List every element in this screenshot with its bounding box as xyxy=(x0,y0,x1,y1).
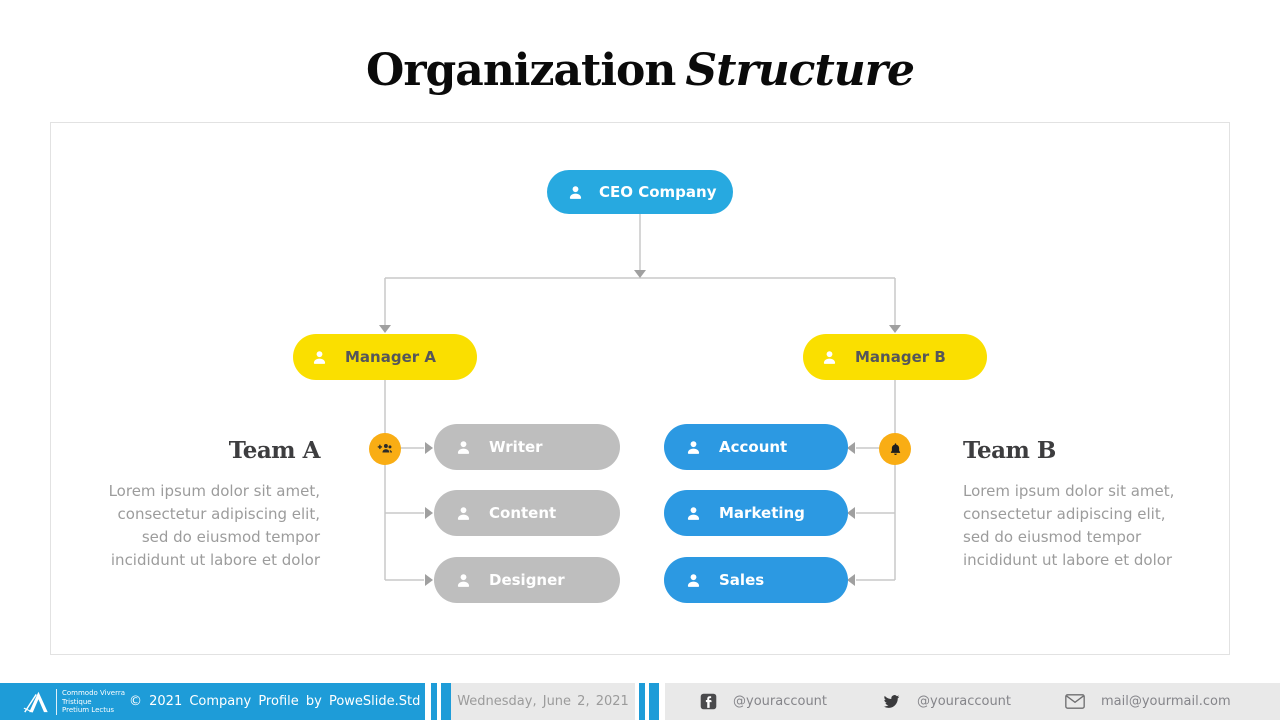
team-a-text: Team A Lorem ipsum dolor sit amet, conse… xyxy=(100,437,321,572)
copyright-text: © 2021 Company Profile by PoweSlide.Std xyxy=(129,694,421,709)
mail-icon xyxy=(1065,694,1085,709)
team-b-text: Team B Lorem ipsum dolor sit amet, conse… xyxy=(963,437,1191,572)
person-icon xyxy=(687,506,700,520)
team-a-heading: Team A xyxy=(228,437,321,464)
team-a-description: Lorem ipsum dolor sit amet, consectetur … xyxy=(108,482,320,569)
connector-lines xyxy=(379,214,901,586)
org-node-label: Marketing xyxy=(719,504,805,522)
social-handle: @youraccount xyxy=(917,694,1012,709)
org-node-label: Sales xyxy=(719,571,765,589)
footer-divider-stripe xyxy=(441,683,451,720)
person-icon xyxy=(569,185,582,199)
company-tagline: Commodo Viverra Tristique Pretium Lectus xyxy=(56,689,125,715)
twitter-icon xyxy=(883,695,900,708)
footer-date-panel: Wednesday, June 2, 2021 xyxy=(451,683,635,720)
email-text: mail@yourmail.com xyxy=(1101,694,1231,709)
email-link[interactable]: mail@yourmail.com xyxy=(1065,683,1231,720)
person-icon xyxy=(457,506,470,520)
person-icon xyxy=(687,573,700,587)
team-a-badge xyxy=(369,433,401,465)
org-node-designer: Designer xyxy=(434,557,620,603)
person-icon xyxy=(457,573,470,587)
person-icon xyxy=(313,350,326,364)
org-node-account: Account xyxy=(664,424,848,470)
org-node-sales: Sales xyxy=(664,557,848,603)
company-logo xyxy=(23,691,48,713)
org-node-writer: Writer xyxy=(434,424,620,470)
org-node-label: Content xyxy=(489,504,557,522)
footer-left-panel: Commodo Viverra Tristique Pretium Lectus… xyxy=(0,683,425,720)
org-node-label: Writer xyxy=(489,438,543,456)
org-node-label: CEO Company xyxy=(599,183,717,201)
footer-divider-stripe xyxy=(649,683,659,720)
facebook-icon xyxy=(700,693,717,710)
team-b-badge xyxy=(879,433,911,465)
org-node-label: Designer xyxy=(489,571,565,589)
tagline-line: Commodo Viverra xyxy=(62,689,125,697)
bell-icon xyxy=(890,442,900,455)
title-italic: Structure xyxy=(685,45,915,96)
title-regular: Organization xyxy=(366,45,676,96)
person-icon xyxy=(687,440,700,454)
org-node-manager-a: Manager A xyxy=(293,334,477,380)
footer-divider-stripe xyxy=(431,683,437,720)
facebook-link[interactable]: @youraccount xyxy=(700,683,827,720)
org-node-label: Account xyxy=(719,438,788,456)
footer-divider-stripe xyxy=(639,683,645,720)
date-text: Wednesday, June 2, 2021 xyxy=(457,694,629,709)
org-node-label: Manager B xyxy=(855,348,946,366)
person-icon xyxy=(823,350,836,364)
tagline-line: Tristique xyxy=(62,697,92,706)
org-node-label: Manager A xyxy=(345,348,436,366)
twitter-link[interactable]: @youraccount xyxy=(882,683,1011,720)
footer-social-panel: @youraccount @youraccount mail@yourmail.… xyxy=(665,683,1280,720)
team-b-heading: Team B xyxy=(963,437,1056,464)
social-handle: @youraccount xyxy=(733,694,828,709)
add-group-icon xyxy=(377,444,392,453)
person-icon xyxy=(457,440,470,454)
org-node-manager-b: Manager B xyxy=(803,334,987,380)
org-node-marketing: Marketing xyxy=(664,490,848,536)
org-node-ceo: CEO Company xyxy=(547,170,733,214)
tagline-line: Pretium Lectus xyxy=(62,706,115,714)
team-b-description: Lorem ipsum dolor sit amet, consectetur … xyxy=(963,482,1175,569)
org-node-content: Content xyxy=(434,490,620,536)
